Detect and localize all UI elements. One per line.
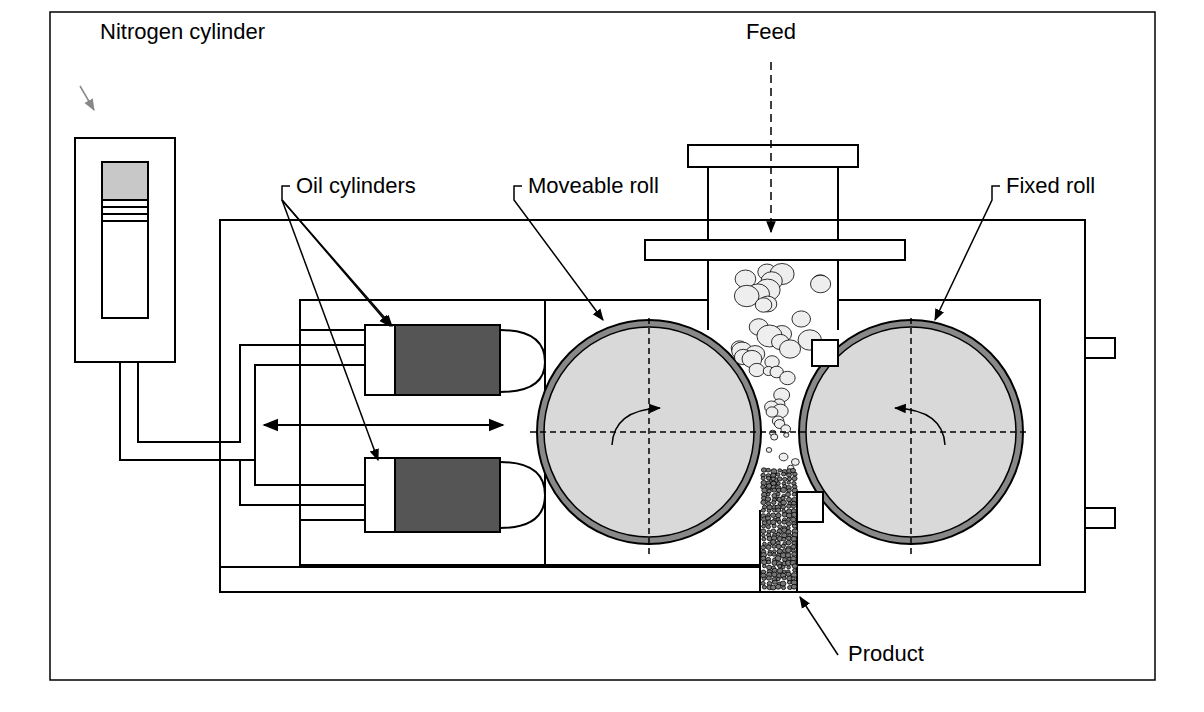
part-label: Fixed roll (1006, 174, 1095, 198)
oil-cylinder (365, 458, 395, 532)
part-label: Product (848, 642, 924, 666)
frame (50, 12, 1155, 680)
part-label: Feed (746, 20, 796, 44)
leader-line (80, 86, 94, 110)
part-label: Moveable roll (528, 174, 659, 198)
leader-line (514, 186, 603, 320)
nitrogen-cylinder (75, 138, 175, 362)
leader-line (800, 597, 838, 655)
part-label: Nitrogen cylinder (100, 20, 265, 44)
feed-hopper (688, 145, 858, 167)
product-chute (760, 510, 797, 592)
oil-cylinder (365, 325, 395, 395)
leader-line (935, 186, 1000, 320)
rotation-arrow (612, 408, 660, 445)
pipe (120, 362, 220, 460)
feed-arrow (770, 62, 772, 232)
ore-particles (731, 263, 831, 589)
rotation-arrow (895, 408, 945, 445)
motion-arrow (264, 424, 503, 426)
part-label: Oil cylinders (296, 174, 416, 198)
